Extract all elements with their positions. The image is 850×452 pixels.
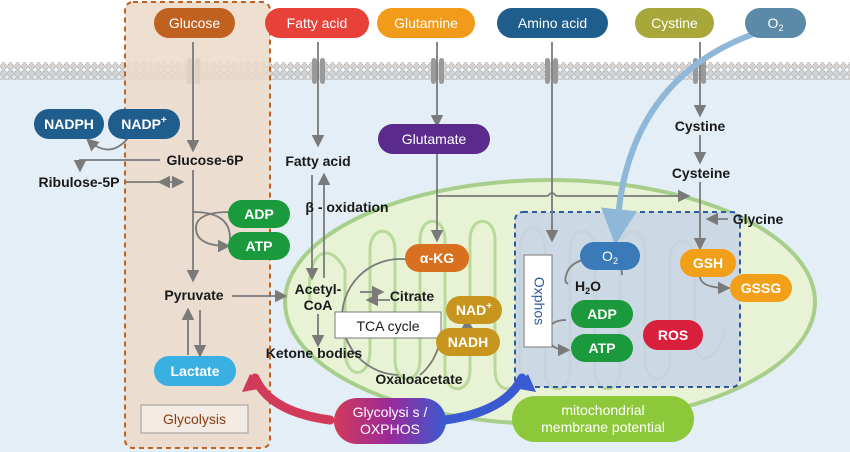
oxphos-adp-pill: ADP [571, 300, 633, 328]
cystine-input-label: Cystine [651, 15, 698, 31]
nadph-label: NADPH [44, 116, 94, 132]
nad-label: NAD+ [456, 301, 492, 318]
gssg-pill: GSSG [730, 274, 792, 302]
glycolysis-oxphos-switch-pill: Glycolysi s / OXPHOS [334, 398, 446, 444]
oxphos-atp-label: ATP [589, 340, 616, 356]
ros-pill: ROS [643, 320, 703, 350]
o2-input-label: O2 [768, 15, 784, 33]
switch-label-2: OXPHOS [360, 421, 420, 437]
oxphos-atp-pill: ATP [571, 334, 633, 362]
switch-label-1: Glycolysi s / [353, 404, 428, 420]
nad-pill: NAD+ [446, 296, 502, 324]
oxphos-label-box: Oxphos [523, 254, 553, 348]
ketone-bodies-label: Ketone bodies [266, 345, 363, 361]
acetyl-coa-label-1: Acetyl- [295, 281, 342, 297]
nadh-pill: NADH [436, 328, 500, 356]
oxaloacetate-label: Oxaloacetate [375, 371, 462, 387]
glycolysis-label: Glycolysis [163, 411, 226, 427]
transporter-glutamine [431, 58, 444, 84]
switch-arrow-left-head [242, 374, 264, 392]
amino-acid-pill: Amino acid [497, 8, 608, 38]
glyco-atp-pill: ATP [228, 232, 290, 260]
ribulose-5p-label: Ribulose-5P [39, 174, 120, 190]
lactate-pill: Lactate [154, 356, 236, 386]
fatty-acid-label: Fatty acid [285, 153, 350, 169]
ros-label: ROS [658, 327, 688, 343]
fatty-acid-input-label: Fatty acid [287, 15, 348, 31]
glyco-atp-label: ATP [246, 238, 273, 254]
membrane-potential-label-1: mitochondrial [561, 402, 644, 418]
glycolysis-label-box: Glycolysis [140, 404, 249, 434]
transporter-amino-acid [545, 58, 558, 84]
citrate-label: Citrate [390, 288, 435, 304]
nadp-label: NADP+ [121, 115, 167, 132]
gsh-pill: GSH [680, 249, 736, 277]
transporter-fatty-acid [312, 58, 325, 84]
glyco-adp-label: ADP [244, 206, 274, 222]
glutamine-label: Glutamine [394, 15, 458, 31]
switch-arrow-right-head [514, 374, 536, 392]
gsh-label: GSH [693, 255, 723, 271]
akg-label: α-KG [420, 250, 454, 266]
lactate-label: Lactate [170, 363, 219, 379]
o2-diffusion-arrow [601, 27, 768, 246]
pyruvate-label: Pyruvate [164, 287, 223, 303]
glucose-pill: Glucose [154, 8, 235, 38]
amino-acid-label: Amino acid [518, 15, 587, 31]
glycine-label: Glycine [733, 211, 784, 227]
nadph-pill: NADPH [34, 109, 104, 139]
glutamate-label: Glutamate [402, 131, 467, 147]
membrane-potential-label-2: membrane potential [541, 419, 665, 435]
membrane-potential-pill: mitochondrial membrane potential [512, 396, 694, 442]
o2-input-pill: O2 [745, 8, 806, 38]
mito-o2-label: O2 [602, 248, 618, 266]
gssg-label: GSSG [741, 280, 782, 296]
glyco-adp-pill: ADP [228, 200, 290, 228]
tca-cycle-label: TCA cycle [356, 318, 419, 334]
fatty-acid-pill: Fatty acid [265, 8, 369, 38]
glutamate-pill: Glutamate [378, 124, 490, 154]
akg-pill: α-KG [405, 244, 469, 272]
cystine-label: Cystine [675, 118, 726, 134]
tca-cycle-box: TCA cycle [334, 311, 442, 339]
mito-o2-pill: O2 [580, 242, 640, 270]
glucose-6p-label: Glucose-6P [166, 152, 243, 168]
cysteine-label: Cysteine [672, 165, 731, 181]
cystine-pill: Cystine [635, 8, 714, 38]
oxphos-label: Oxphos [531, 277, 547, 325]
h2o-label: H2O [575, 278, 601, 296]
nadp-pill: NADP+ [108, 109, 180, 139]
glutamine-pill: Glutamine [377, 8, 475, 38]
acetyl-coa-label-2: CoA [304, 297, 333, 313]
nadh-label: NADH [448, 334, 488, 350]
oxphos-adp-label: ADP [587, 306, 617, 322]
glucose-label: Glucose [169, 15, 221, 31]
beta-oxidation-label: β - oxidation [305, 199, 388, 215]
pathway-arrows [73, 42, 731, 376]
